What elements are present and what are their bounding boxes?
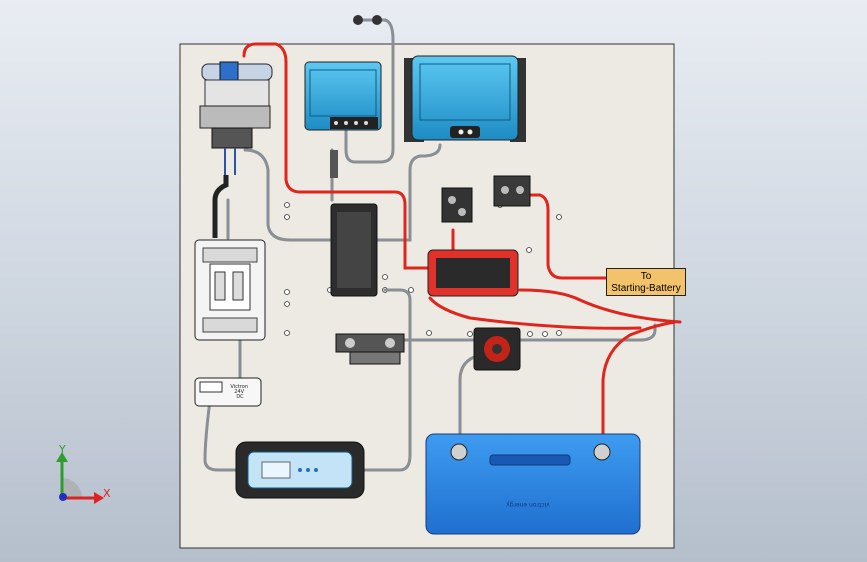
- battery-brand: victron energy: [506, 501, 550, 508]
- grey-cables: [203, 18, 657, 472]
- busbar: [335, 333, 405, 365]
- solar-charge-controller: [304, 61, 382, 131]
- top-breaker: [199, 61, 273, 175]
- battery-protect: [427, 249, 519, 297]
- junction-box: [330, 203, 378, 297]
- small-module: Victron 24V DC: [194, 377, 262, 407]
- top-connector: [353, 15, 382, 25]
- axis-x-label: X: [103, 487, 111, 500]
- fuse-block: [330, 150, 531, 223]
- inverter-charger: [404, 55, 526, 142]
- callout-line2: Starting-Battery: [611, 283, 681, 294]
- house-battery: victron energy: [425, 433, 641, 535]
- battery-charger: [235, 441, 365, 499]
- red-cables: [242, 42, 682, 442]
- starting-battery-callout: To Starting-Battery: [606, 268, 686, 296]
- axis-triad: Y X: [56, 443, 111, 504]
- module-label: Victron 24V DC: [230, 384, 249, 400]
- mounting-holes: [284, 202, 562, 337]
- axis-y-label: Y: [58, 443, 66, 456]
- battery-switch: [473, 327, 521, 371]
- callout-line1: To: [640, 271, 652, 282]
- distribution-box: [194, 239, 266, 341]
- black-cable: [212, 175, 229, 238]
